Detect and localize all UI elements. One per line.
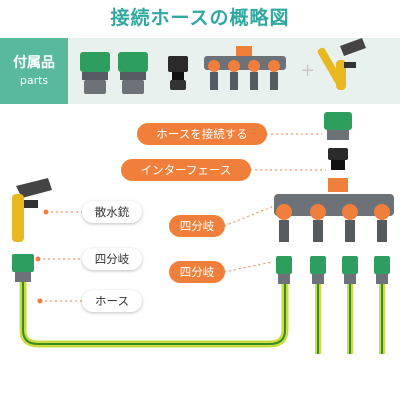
plus-sign: +: [300, 60, 315, 81]
quick-connector-part-1: [80, 52, 110, 94]
label-connect-hose: ホースを接続する: [137, 123, 267, 145]
main-hose: [19, 282, 289, 348]
four-way-splitter-part: [204, 46, 286, 90]
right-top-connector: [324, 112, 352, 140]
right-bottom-connectors: [276, 256, 390, 284]
parts-label-jp: 付属品: [13, 55, 55, 71]
label-splitter-right-1: 四分岐: [169, 215, 225, 237]
label-sprayer: 散水銃: [82, 201, 142, 223]
right-hoses: [315, 284, 385, 354]
label-hose: ホース: [82, 290, 142, 312]
parts-label-en: parts: [19, 74, 49, 87]
right-splitter: [274, 178, 394, 242]
right-interface-adapter: [328, 148, 348, 170]
quick-connector-part-2: [118, 52, 148, 94]
page-title: 接続ホースの概略図: [110, 7, 290, 29]
parts-label: 付属品 parts: [0, 38, 68, 104]
left-spray-gun: [12, 178, 52, 242]
label-splitter-left: 四分岐: [82, 248, 142, 270]
interface-adapter-part: [168, 56, 188, 90]
label-splitter-right-2: 四分岐: [169, 261, 225, 283]
left-connector: [12, 254, 34, 282]
spray-gun-part: [317, 38, 366, 90]
label-interface: インターフェース: [121, 159, 251, 181]
